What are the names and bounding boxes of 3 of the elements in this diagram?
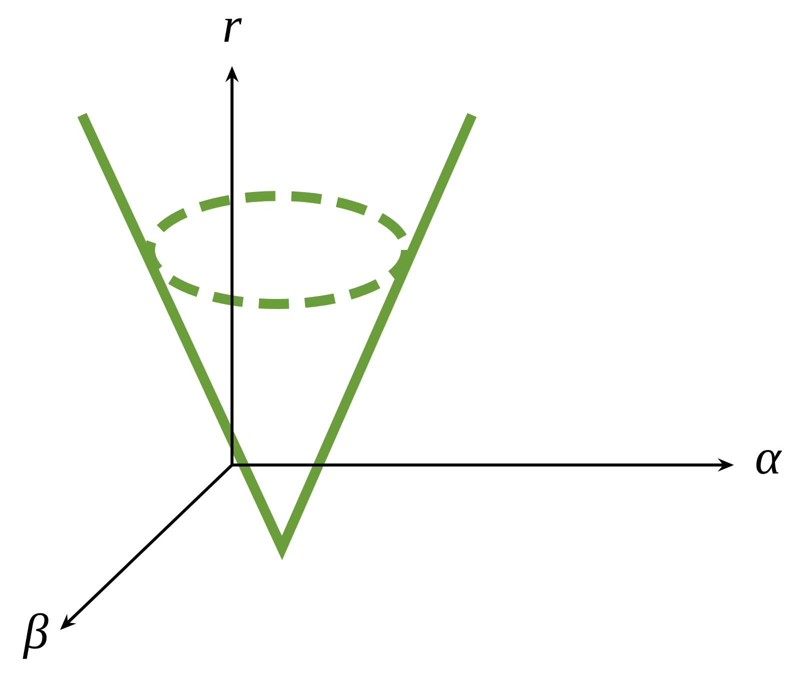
axis-label: r [224,18,242,42]
axis-label: β [22,613,48,659]
axis-label: α [756,450,782,474]
